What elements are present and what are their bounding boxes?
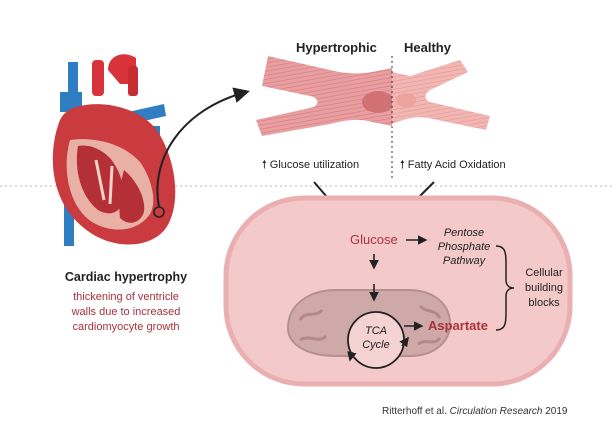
hypertrophic-cell <box>256 56 392 136</box>
hypertrophic-title: Hypertrophic <box>296 40 377 55</box>
up-arrow-icon: 🠕 <box>262 158 267 171</box>
up-arrow-icon: 🠕 <box>400 158 405 171</box>
pentose-phosphate-pathway: Pentose Phosphate Pathway <box>437 227 491 267</box>
aspartate-node: Aspartate <box>428 318 488 333</box>
building-blocks-brace <box>495 245 515 331</box>
cardiomyocyte-comparison <box>256 56 490 178</box>
glucose-utilization-label: 🠕 Glucose utilization <box>262 158 360 171</box>
citation: Ritterhoff et al. Circulation Research 2… <box>382 406 568 417</box>
heart-description: thickening of ventricle walls due to inc… <box>71 291 181 333</box>
mitochondrion <box>286 289 452 369</box>
cellular-building-blocks: Cellular building blocks <box>525 267 563 309</box>
healthy-title: Healthy <box>404 40 451 55</box>
curved-arrow-heart-to-cell <box>156 87 250 208</box>
fatty-acid-oxidation-label: 🠕 Fatty Acid Oxidation <box>400 158 506 171</box>
glucose-node: Glucose <box>350 232 398 247</box>
heart-title: Cardiac hypertrophy <box>64 270 188 284</box>
healthy-cell <box>392 60 490 130</box>
heart-illustration <box>52 54 176 246</box>
tca-cycle-label: TCA Cycle <box>362 325 390 351</box>
